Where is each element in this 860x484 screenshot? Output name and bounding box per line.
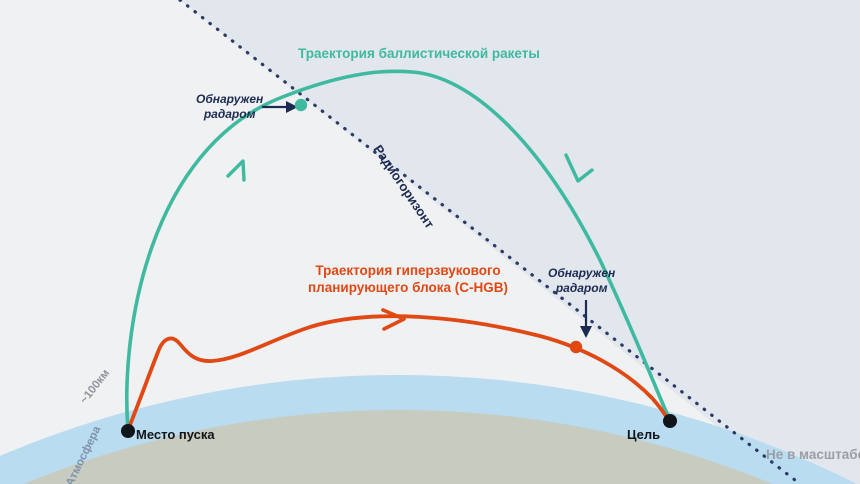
earth-surface [24, 410, 772, 484]
ballistic-detection-label-line1: Обнаружен [196, 92, 264, 106]
hgb-trajectory-label-line1: Траектория гиперзвукового [315, 263, 501, 278]
target-marker [663, 414, 677, 428]
ballistic-detection-label-line2: радаром [203, 107, 256, 121]
hgb-detection-label-line1: Обнаружен [548, 266, 616, 280]
hgb-trajectory-label-line2: планирующего блока (C-HGB) [308, 279, 509, 295]
detection-arrow-right-icon [580, 326, 592, 338]
ballistic-ascent-arrow-icon [226, 159, 246, 182]
detection-arrow-left-icon [286, 101, 298, 113]
radio-horizon-line [178, 0, 802, 484]
ballistic-trajectory-label: Траектория баллистической ракеты [298, 46, 540, 61]
hgb-glide-arrow-icon [381, 308, 406, 331]
not-to-scale-label: Не в масштабе [766, 447, 860, 462]
hgb-detection-label-line2: радаром [555, 281, 608, 295]
ballistic-trajectory-path [125, 69, 672, 432]
ballistic-detection-label: Обнаружен радаром [196, 92, 263, 122]
target-label: Цель [627, 427, 661, 442]
ballistic-detection-dot [294, 98, 308, 112]
launch-site-label: Место пуска [136, 427, 215, 442]
launch-site-marker [121, 424, 135, 438]
hgb-trajectory-label: Траектория гиперзвукового планирующего б… [308, 263, 508, 297]
hgb-detection-dot [569, 340, 583, 354]
ballistic-descent-arrow-icon [564, 153, 594, 183]
hgb-trajectory-path [126, 314, 671, 432]
hgb-detection-label: Обнаружен радаром [548, 266, 615, 296]
